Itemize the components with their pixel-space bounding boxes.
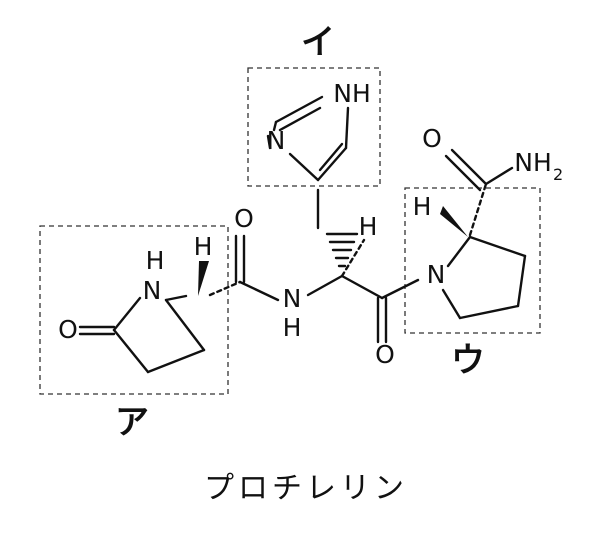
- atom-label-o: O: [375, 340, 395, 369]
- prolinamide-ring: [441, 235, 527, 320]
- region-box-a: [39, 225, 229, 395]
- bond: [468, 235, 527, 258]
- region-label-a: ア: [115, 403, 149, 443]
- bond: [444, 154, 482, 192]
- pyroglutamate-ring: [78, 294, 206, 374]
- atom-label-o: O: [58, 315, 78, 344]
- imidazole-ring: [266, 95, 350, 182]
- bond: [164, 294, 188, 302]
- bond: [238, 280, 280, 302]
- wedge-bond: [198, 261, 209, 296]
- bond: [288, 152, 320, 182]
- bond: [278, 106, 322, 132]
- atom-label-h: H: [194, 232, 213, 261]
- bond: [516, 254, 527, 308]
- bond: [146, 348, 206, 374]
- bond: [344, 106, 350, 150]
- bond: [316, 146, 348, 182]
- bond: [272, 120, 278, 132]
- atom-label-nh2-subscript: 2: [553, 165, 563, 184]
- bond: [274, 95, 324, 124]
- bond: [306, 274, 344, 297]
- bond: [446, 235, 472, 268]
- bond: [458, 304, 520, 320]
- region-box-i: [247, 67, 381, 187]
- region-label-u: ウ: [451, 341, 485, 381]
- hashed-wedge-bond: [325, 232, 359, 268]
- atom-label-h: H: [283, 313, 302, 342]
- bond: [380, 278, 420, 300]
- bond: [112, 328, 150, 374]
- bond: [164, 298, 206, 352]
- wedge-bond: [440, 206, 468, 237]
- atom-label-n: N: [427, 260, 446, 289]
- atom-label-nh: NH: [333, 79, 371, 108]
- compound-name-caption: プロチレリン: [204, 471, 408, 506]
- atom-label-nh2: NH: [514, 148, 552, 177]
- bond: [484, 166, 514, 186]
- bond: [266, 134, 272, 150]
- bond: [441, 288, 462, 320]
- bond: [318, 142, 344, 172]
- bond: [340, 238, 366, 278]
- atom-label-o: O: [234, 204, 254, 233]
- atom-label-h: H: [413, 192, 432, 221]
- bond: [208, 280, 242, 297]
- atom-label-h: H: [146, 246, 165, 275]
- region-label-i: イ: [301, 23, 335, 63]
- atom-label-h: H: [359, 212, 378, 241]
- bond: [468, 182, 488, 237]
- atom-label-n: N: [143, 276, 162, 305]
- bond: [112, 296, 142, 332]
- bond: [450, 148, 488, 186]
- region-box-u: [404, 187, 541, 334]
- atom-label-n: N: [267, 126, 286, 155]
- atom-label-o: O: [422, 124, 442, 153]
- atom-label-n: N: [283, 284, 302, 313]
- bond: [340, 274, 384, 300]
